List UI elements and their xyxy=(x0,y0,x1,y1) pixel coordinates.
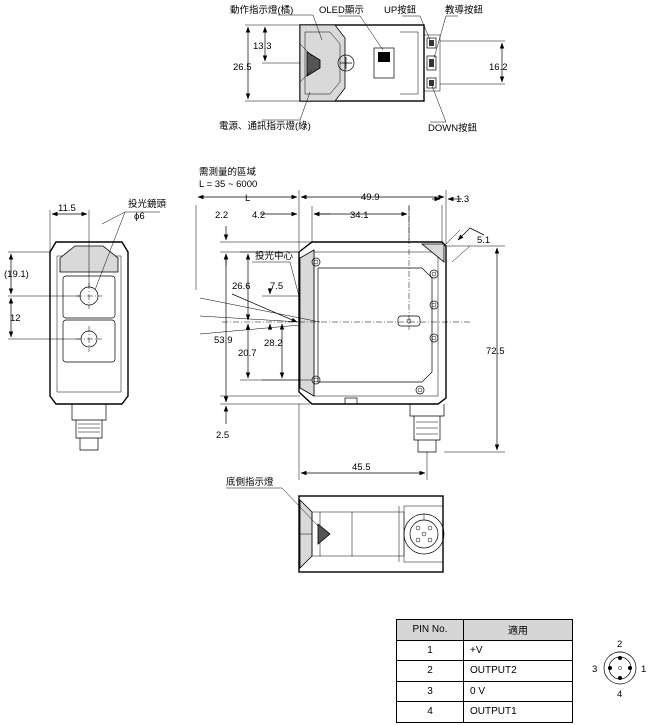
pin-table-header: PIN No. 適用 xyxy=(396,619,573,641)
pin-label-2: 2 xyxy=(617,639,622,650)
table-row: 2 OUTPUT2 xyxy=(396,660,573,682)
dim-28-2: 28.2 xyxy=(264,338,283,349)
label-operation-led: 動作指示燈(橘) xyxy=(230,4,293,16)
pin-label-4: 4 xyxy=(617,689,622,700)
top-view: 動作指示燈(橘) OLED顯示 UP按鈕 教導按鈕 電源、通訊指示燈(綠) DO… xyxy=(219,4,508,134)
dim-5-1: 5.1 xyxy=(477,235,490,246)
dim-L: L xyxy=(245,193,250,204)
label-bottom-led: 底側指示燈 xyxy=(226,476,274,488)
pin-function: OUTPUT1 xyxy=(463,701,573,723)
label-down-button: DOWN按鈕 xyxy=(428,122,478,134)
dim-4-2: 4.2 xyxy=(252,210,265,221)
dim-49-9: 49.9 xyxy=(361,192,380,203)
connector-pinout: 2 1 3 4 xyxy=(592,639,646,700)
dim-16-2: 16.2 xyxy=(489,62,508,73)
label-lens-diameter: ϕ6 xyxy=(134,211,145,222)
dim-2-5: 2.5 xyxy=(216,430,229,441)
table-row: 1 +V xyxy=(396,639,573,661)
dim-45-5: 45.5 xyxy=(352,462,371,473)
pin-function: OUTPUT2 xyxy=(463,660,573,682)
oled-window xyxy=(373,47,395,79)
side-body xyxy=(49,241,129,405)
header-pin-no: PIN No. xyxy=(396,619,464,641)
front-view: 需測量的區域 L = 35 ~ 6000 L 49.9 1.3 2.2 4.2 … xyxy=(195,166,505,480)
pin-function: +V xyxy=(463,639,573,661)
teach-button-shape xyxy=(426,55,437,71)
down-button-shape xyxy=(426,77,437,89)
up-button-shape xyxy=(426,37,437,49)
pin-number: 2 xyxy=(396,660,464,682)
bottom-view: 底側指示燈 xyxy=(226,476,445,573)
pin-number: 4 xyxy=(396,701,464,723)
dim-2-2: 2.2 xyxy=(215,210,228,221)
dim-72-5: 72.5 xyxy=(486,346,505,357)
label-oled-display: OLED顯示 xyxy=(319,5,364,16)
pin-label-3: 3 xyxy=(592,664,597,675)
header-function: 適用 xyxy=(463,619,573,641)
dim-13-3: 13.3 xyxy=(253,41,272,52)
label-power-led: 電源、通訊指示燈(綠) xyxy=(219,120,311,132)
pin-number: 3 xyxy=(396,680,464,702)
pin-number: 1 xyxy=(396,639,464,661)
label-lens: 投光鏡頭 xyxy=(128,198,167,210)
label-up-button: UP按鈕 xyxy=(384,4,417,16)
dim-11-5: 11.5 xyxy=(58,203,76,214)
dim-34-1: 34.1 xyxy=(350,210,369,221)
pin-function: 0 V xyxy=(463,680,573,702)
side-view: 11.5 (19.1) 12 投光鏡頭 ϕ6 xyxy=(4,198,167,451)
dim-26-5: 26.5 xyxy=(233,62,252,73)
dim-19-1: (19.1) xyxy=(4,269,29,280)
label-measure-area: 需測量的區域 xyxy=(199,166,257,178)
dim-7-5: 7.5 xyxy=(270,281,283,292)
dim-1-3: 1.3 xyxy=(456,194,469,205)
front-window xyxy=(317,267,433,383)
dim-53-9: 53.9 xyxy=(214,335,233,346)
label-emit-center: 投光中心 xyxy=(255,250,294,262)
dim-12: 12 xyxy=(10,313,21,324)
top-knob xyxy=(337,54,355,72)
label-measure-range: L = 35 ~ 6000 xyxy=(199,179,257,190)
pin-label-1: 1 xyxy=(641,664,646,675)
oled-screen xyxy=(378,52,390,62)
dim-20-7: 20.7 xyxy=(238,348,257,359)
label-teach-button: 教導按鈕 xyxy=(445,4,484,16)
pin-table: PIN No. 適用 1 +V 2 OUTPUT2 3 0 V 4 OUTPUT… xyxy=(396,619,573,723)
dim-26-6: 26.6 xyxy=(232,281,251,292)
table-row: 4 OUTPUT1 xyxy=(396,701,573,723)
table-row: 3 0 V xyxy=(396,680,573,702)
